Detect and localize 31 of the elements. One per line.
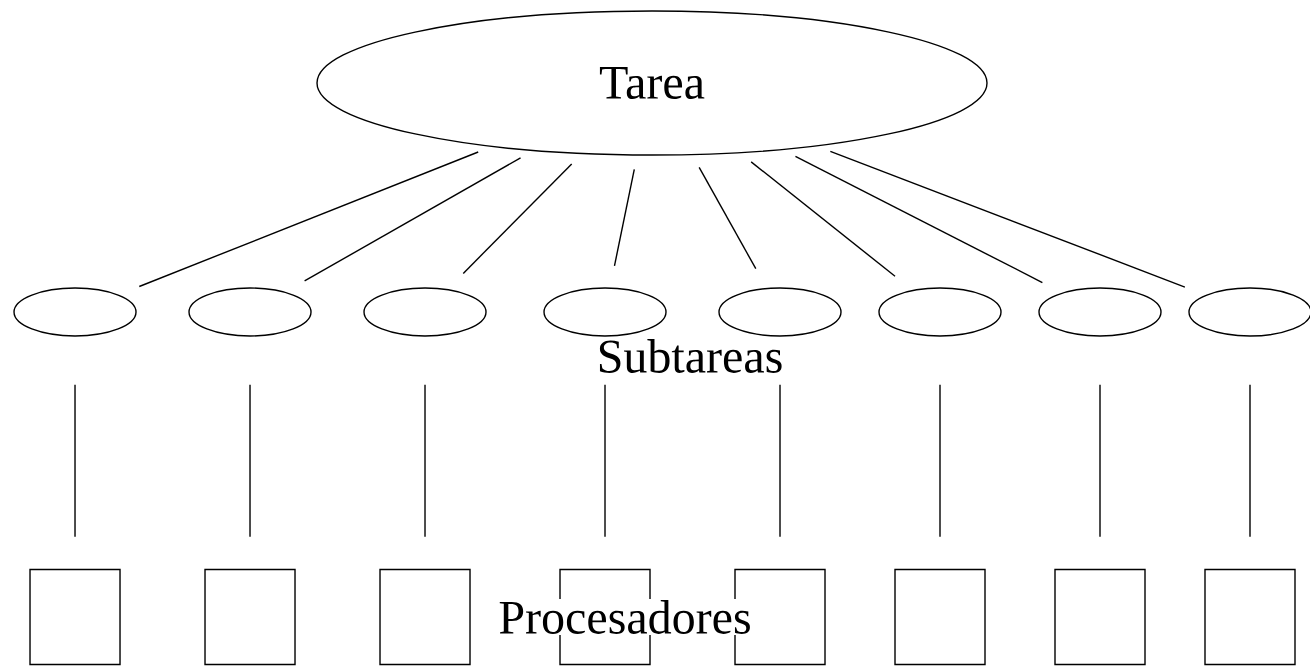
connector-line — [829, 150, 1186, 288]
connector-line — [604, 384, 606, 538]
processor-box — [894, 568, 986, 666]
subtask-ellipse — [718, 287, 842, 337]
subtask-ellipse — [878, 287, 1002, 337]
connector-line — [613, 168, 635, 267]
processor-box — [379, 568, 471, 666]
connector-line — [74, 384, 76, 538]
connector-line — [138, 151, 479, 288]
connector-line — [939, 384, 941, 538]
subtask-ellipse — [543, 287, 667, 337]
connector-line — [1249, 384, 1251, 538]
processor-box — [1204, 568, 1296, 666]
processor-box — [204, 568, 296, 666]
subtask-ellipse — [363, 287, 487, 337]
layer-label: Subtareas — [595, 338, 785, 374]
subtask-ellipse — [13, 287, 137, 337]
connector-line — [779, 384, 781, 538]
subtask-ellipse — [188, 287, 312, 337]
connector-line — [794, 155, 1044, 284]
processor-box — [29, 568, 121, 666]
connector-line — [303, 157, 522, 282]
connector-line — [750, 161, 896, 277]
subtask-ellipse — [1038, 287, 1162, 337]
connector-line — [1099, 384, 1101, 538]
connector-line — [424, 384, 426, 538]
layer-label: Procesadores — [497, 599, 753, 635]
connector-line — [249, 384, 251, 538]
connector-line — [698, 166, 757, 270]
processor-box — [1054, 568, 1146, 666]
connector-line — [462, 163, 573, 275]
